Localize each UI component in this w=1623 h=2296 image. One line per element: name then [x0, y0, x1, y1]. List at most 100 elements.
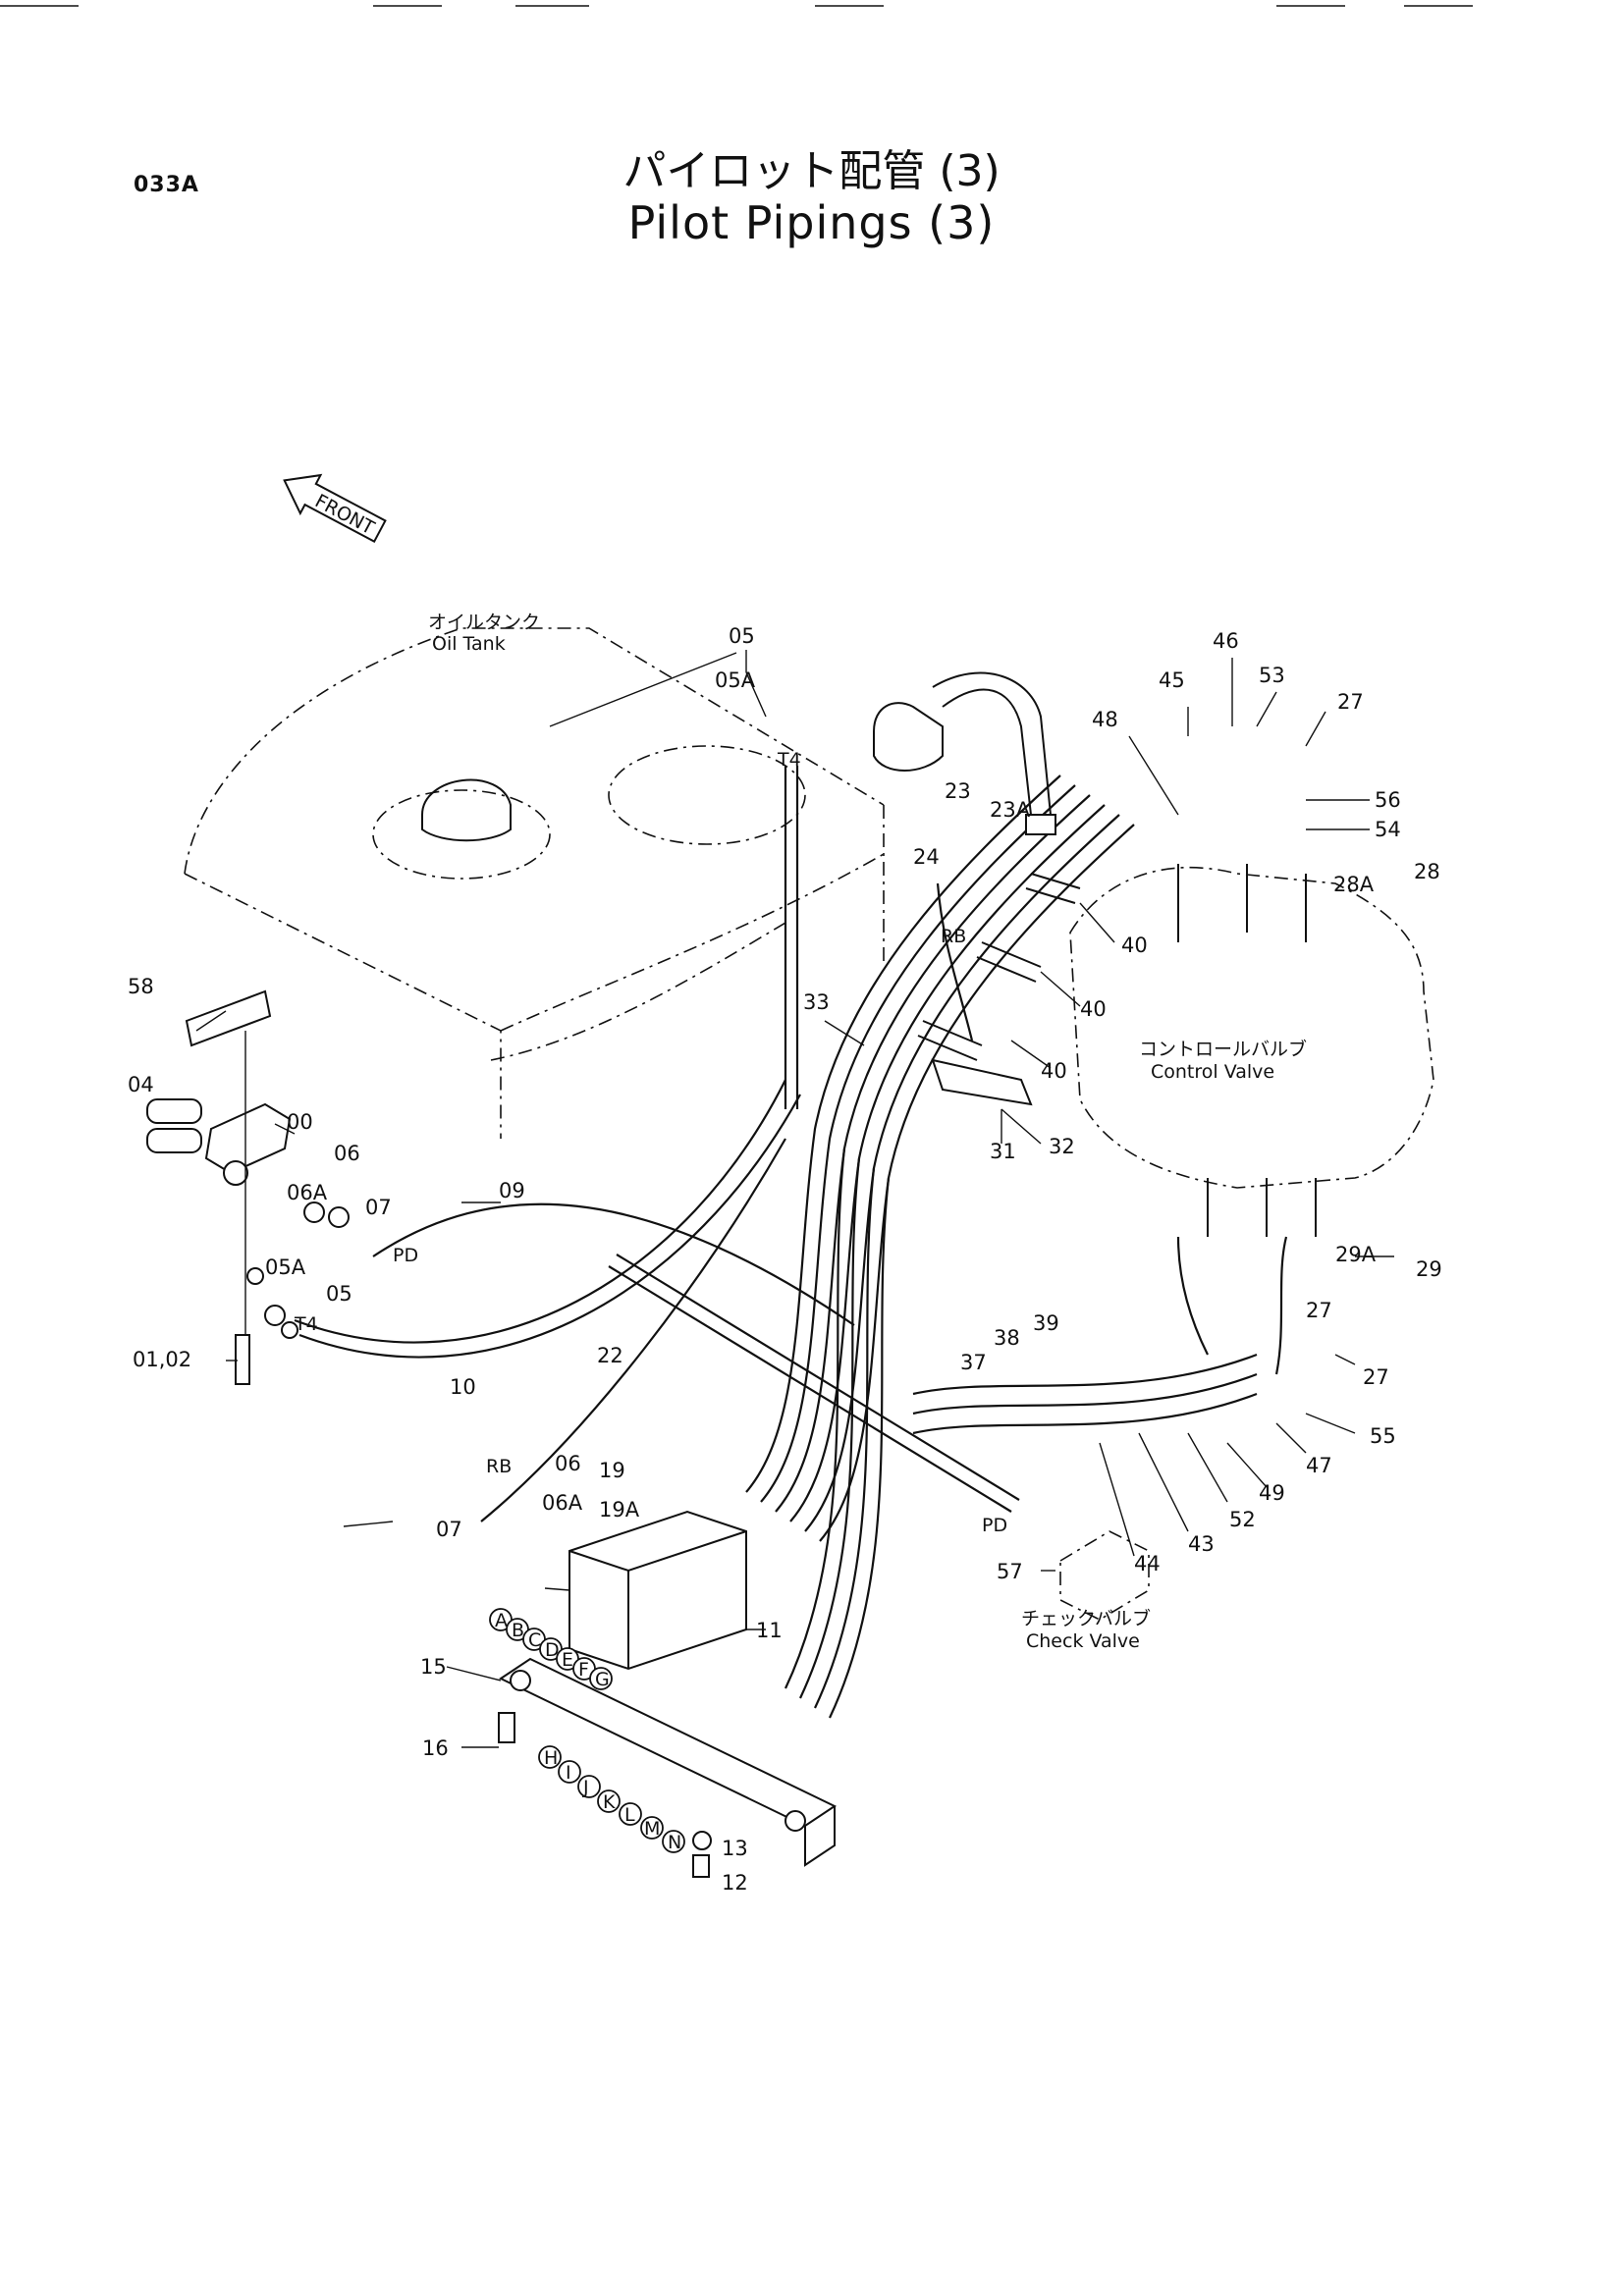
part-callouts: 05 05A 23 23A 24 45 46 53 48 27 56 54 28… — [128, 624, 1442, 1895]
callout: 07 — [436, 1518, 462, 1541]
callout: 55 — [1370, 1424, 1396, 1448]
check-valve — [1059, 1530, 1150, 1621]
callout: 28 — [1414, 860, 1440, 883]
callout: 11 — [756, 1619, 783, 1642]
solenoid-valve-assembly — [146, 989, 350, 1385]
callout: 53 — [1259, 664, 1285, 687]
port-label-l: L — [624, 1804, 635, 1826]
pilot-hose-bundle — [745, 774, 1288, 1719]
svg-text:T4: T4 — [777, 749, 801, 771]
page-title-japanese: パイロット配管 (3) — [622, 146, 1001, 196]
callout: 27 — [1306, 1299, 1332, 1322]
front-arrow-label: FRONT — [311, 490, 378, 539]
check-valve-label-en: Check Valve — [1026, 1630, 1140, 1652]
control-valve-label-en: Control Valve — [1151, 1061, 1274, 1083]
manifold-block — [568, 1510, 747, 1671]
callout: 10 — [450, 1375, 476, 1399]
callout: 31 — [990, 1140, 1016, 1163]
callout: 24 — [913, 845, 940, 869]
callout: 05A — [265, 1255, 306, 1279]
callout: 23A — [990, 798, 1031, 822]
port-label-f: F — [578, 1659, 589, 1681]
port-label-n: N — [668, 1832, 681, 1853]
callout: 27 — [1337, 690, 1364, 714]
callout: 05A — [715, 668, 756, 692]
callout: 45 — [1159, 668, 1185, 692]
callout: 43 — [1188, 1532, 1215, 1556]
page-code: 033A — [134, 173, 199, 197]
callout: 28A — [1333, 873, 1375, 896]
callout: 27 — [1363, 1365, 1389, 1389]
port-label-e: E — [562, 1649, 573, 1671]
svg-text:T4: T4 — [294, 1313, 318, 1335]
callout: 07 — [365, 1196, 392, 1219]
callout: 40 — [1041, 1059, 1067, 1083]
return-line — [873, 671, 1056, 835]
callout: 22 — [597, 1344, 623, 1367]
port-markings: T4 RB PD T4 RB PD — [294, 749, 1007, 1536]
block-port-markers-bottom: H I J K L M N — [538, 1745, 685, 1853]
callout: 29A — [1335, 1243, 1377, 1266]
callout: 01,02 — [133, 1348, 191, 1371]
control-valve — [1069, 864, 1434, 1237]
callout: 00 — [287, 1110, 313, 1134]
port-label-i: I — [566, 1762, 571, 1784]
callout: 12 — [722, 1871, 748, 1895]
callout: 05 — [326, 1282, 352, 1306]
callout: 04 — [128, 1073, 154, 1096]
front-arrow-icon: FRONT — [283, 473, 387, 544]
callout: 19A — [599, 1498, 640, 1522]
oil-tank — [184, 627, 885, 1139]
callout: 58 — [128, 975, 154, 998]
callout: 40 — [1080, 997, 1107, 1021]
svg-text:RB: RB — [486, 1456, 512, 1477]
callout: 38 — [994, 1326, 1020, 1350]
oil-tank-label-ja: オイルタンク — [428, 612, 540, 633]
port-label-j: J — [582, 1777, 589, 1798]
mounting-plate — [498, 1657, 838, 1878]
callout: 49 — [1259, 1481, 1285, 1505]
callout: 06 — [334, 1142, 360, 1165]
callout: 52 — [1229, 1508, 1256, 1531]
svg-text:RB: RB — [941, 926, 966, 947]
svg-text:PD: PD — [393, 1245, 418, 1266]
port-label-c: C — [528, 1629, 541, 1651]
callout: 06A — [287, 1181, 328, 1204]
callout: 47 — [1306, 1454, 1332, 1477]
port-label-g: G — [595, 1669, 610, 1690]
port-label-m: M — [644, 1818, 660, 1840]
check-valve-label-ja: チェックバルブ — [1021, 1607, 1151, 1629]
callout: 48 — [1092, 708, 1118, 731]
callout: 37 — [960, 1351, 987, 1374]
callout: 56 — [1375, 788, 1401, 812]
callout: 57 — [997, 1560, 1023, 1583]
block-port-markers-top: A B C D E F G — [489, 1608, 613, 1690]
callout: 05 — [729, 624, 755, 648]
callout: 19 — [599, 1459, 625, 1482]
callout: 44 — [1134, 1552, 1161, 1575]
callout: 32 — [1049, 1135, 1075, 1158]
callout: 09 — [499, 1179, 525, 1202]
callout: 06 — [555, 1452, 581, 1475]
callout: 54 — [1375, 818, 1401, 841]
callout: 40 — [1121, 934, 1148, 957]
callout: 39 — [1033, 1311, 1059, 1335]
page-title-english: Pilot Pipings (3) — [627, 196, 996, 249]
oil-tank-label-en: Oil Tank — [432, 633, 506, 655]
callout-leaders — [195, 650, 1394, 1748]
control-valve-label-ja: コントロールバルブ — [1139, 1038, 1307, 1060]
callout: 33 — [803, 990, 830, 1014]
port-label-h: H — [544, 1747, 558, 1769]
port-label-b: B — [512, 1620, 524, 1641]
hose-clamps — [917, 873, 1081, 1106]
callout: 46 — [1213, 629, 1239, 653]
callout: 16 — [422, 1736, 449, 1760]
callout: 13 — [722, 1837, 748, 1860]
svg-text:PD: PD — [982, 1515, 1007, 1536]
port-label-a: A — [495, 1610, 508, 1631]
callout: 15 — [420, 1655, 447, 1679]
port-label-k: K — [603, 1791, 616, 1813]
callout: 23 — [945, 779, 971, 803]
callout: 29 — [1416, 1257, 1442, 1281]
